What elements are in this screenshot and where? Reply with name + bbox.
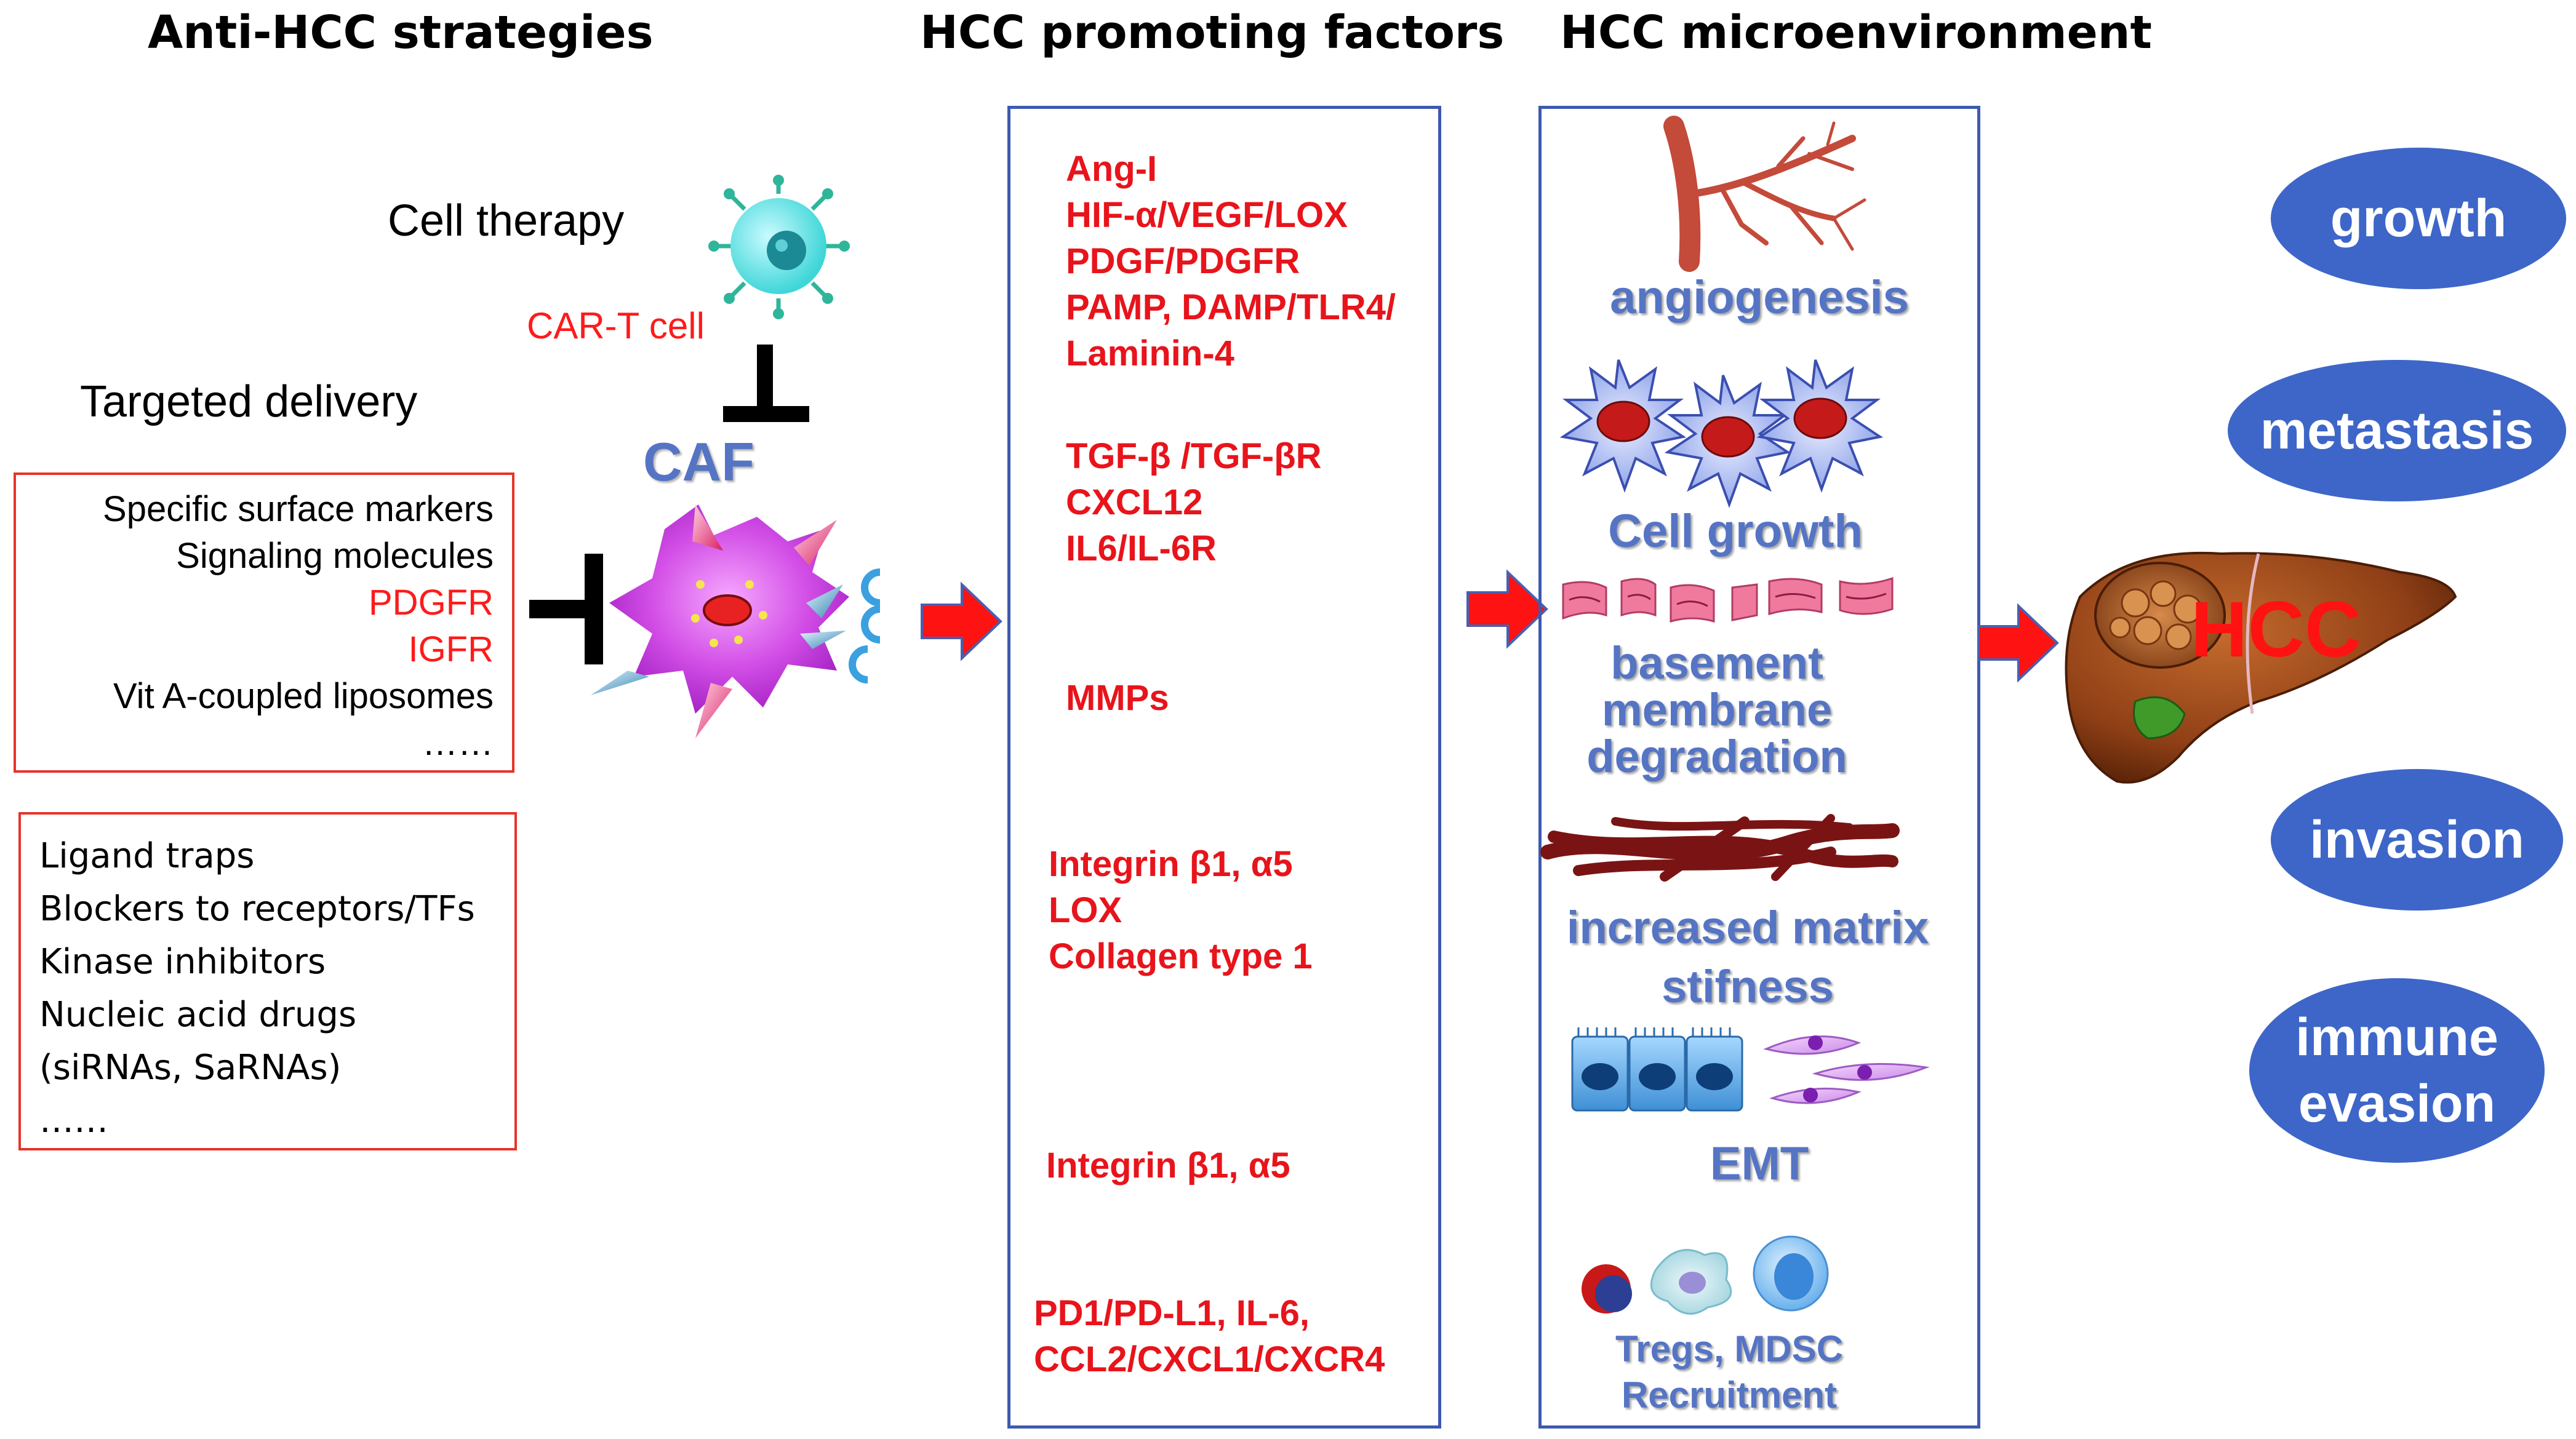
targeted-delivery-label: Targeted delivery [80,377,418,426]
drug-item: Blockers to receptors/TFs [39,889,475,929]
targeted-delivery-box: Specific surface markers Signaling molec… [14,472,514,773]
emt-label: EMT [1710,1138,1809,1190]
header-microenvironment: HCC microenvironment [1560,6,2152,59]
star-cells-icon [1559,359,1884,508]
delivery-item: Specific surface markers [103,489,494,529]
car-t-cell-label: CAR-T cell [527,305,705,346]
drug-item: (siRNAs, SaRNAs) [39,1048,342,1088]
angiogenesis-label: angiogenesis [1610,271,1909,324]
basement-membrane-label: basement membrane degradation [1586,637,1847,782]
factor-item: Integrin β1, α5 [1049,844,1293,884]
factor-item: HIF-α/VEGF/LOX [1066,195,1348,235]
delivery-item: Vit A-coupled liposomes [113,676,494,716]
collagen-fibers-icon [1540,814,1900,882]
factors-box: Ang-I HIF-α/VEGF/LOX PDGF/PDGFR PAMP, DA… [1007,106,1441,1429]
factor-item: PD1/PD-L1, IL-6, [1034,1293,1310,1333]
immune-evasion-oval: immune evasion [2249,978,2545,1163]
delivery-item: PDGFR [369,583,494,623]
matrix-stiffness-label: increased matrix stifness [1566,902,1929,1012]
caf-cell-icon [591,504,881,738]
drug-item: Nucleic acid drugs [39,995,357,1035]
liver-icon [2065,551,2457,784]
car-t-cell-icon [708,175,850,319]
caf-label: CAF [643,431,754,492]
drugs-box: Ligand traps Blockers to receptors/TFs K… [18,812,517,1150]
red-arrow-1 [921,581,1002,661]
invasion-oval: invasion [2271,769,2563,911]
red-arrow-3 [1977,603,2059,683]
factor-item: IL6/IL-6R [1066,528,1217,568]
factor-item: Laminin-4 [1066,333,1234,373]
factor-item: TGF-β /TGF-βR [1066,436,1322,476]
delivery-item: …… [422,723,494,763]
membrane-fragments-icon [1562,576,1894,623]
factor-item: PAMP, DAMP/TLR4/ [1066,287,1396,327]
blood-vessel-icon [1663,116,1866,272]
microenvironment-box [1538,106,1980,1429]
drug-item: Ligand traps [39,836,255,876]
cell-growth-label: Cell growth [1608,505,1863,557]
header-factors: HCC promoting factors [920,6,1505,59]
inhibition-symbol-vertical [723,345,809,422]
immune-cells-icon [1582,1235,1829,1315]
drug-item: …… [39,1101,108,1141]
red-arrow-2 [1466,569,1548,649]
emt-cells-icon [1571,1027,1930,1112]
cell-therapy-label: Cell therapy [388,196,625,245]
factor-item: Ang-I [1066,149,1158,189]
factor-item: CXCL12 [1066,482,1203,522]
inhibition-symbol-horizontal [529,554,603,664]
factor-item: PDGF/PDGFR [1066,241,1300,281]
growth-oval: growth [2271,148,2566,289]
factor-item: Integrin β1, α5 [1046,1146,1290,1186]
metastasis-oval: metastasis [2228,360,2566,501]
factor-item: MMPs [1066,678,1169,718]
factor-item: CCL2/CXCL1/CXCR4 [1034,1339,1385,1379]
factor-item: Collagen type 1 [1049,936,1313,976]
delivery-item: Signaling molecules [176,536,494,576]
delivery-item: IGFR [408,629,494,669]
drug-item: Kinase inhibitors [39,942,326,982]
header-strategies: Anti-HCC strategies [148,6,654,59]
factor-item: LOX [1049,890,1122,930]
hcc-label: HCC [2191,586,2362,674]
recruitment-label: Tregs, MDSC Recruitment [1615,1328,1844,1416]
